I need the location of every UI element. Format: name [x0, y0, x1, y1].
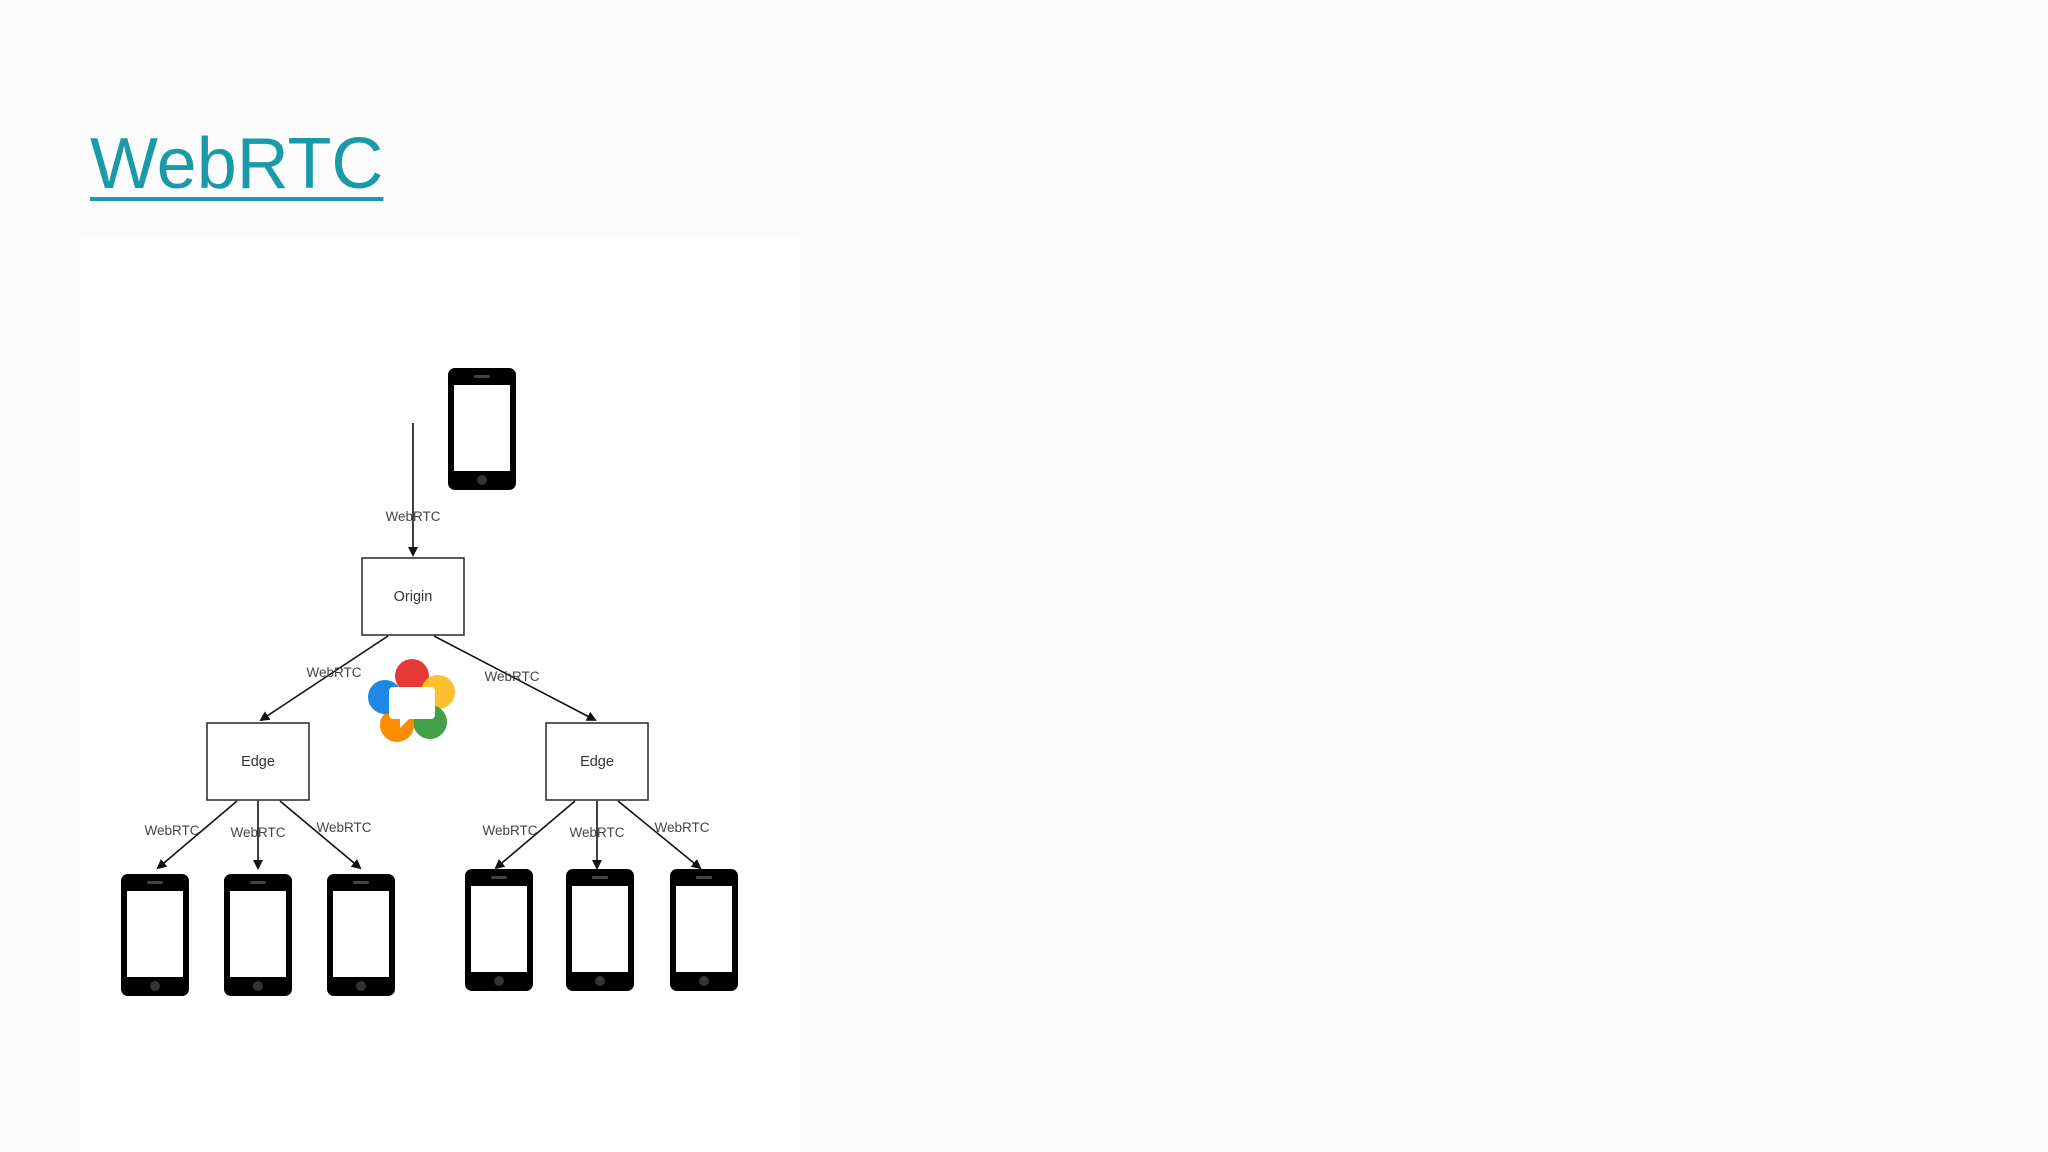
- origin-node: [361, 557, 465, 636]
- edge-label-left-1: WebRTC: [144, 823, 199, 838]
- edge-label-source-origin: WebRTC: [385, 509, 440, 524]
- viewer-phone-icon: [121, 874, 189, 996]
- edge-label-right-3: WebRTC: [654, 820, 709, 835]
- edge-left-to-phone-3-arrow: [279, 800, 362, 870]
- viewer-phone-icon: [670, 869, 738, 991]
- edge-right-to-phone-3-arrow: [617, 800, 702, 870]
- edge-right-to-phone-1-arrow: [494, 800, 576, 870]
- edge-node-left-label: Edge: [241, 754, 275, 770]
- origin-to-edge-right-arrow: [433, 635, 597, 721]
- origin-node-label: Origin: [394, 589, 433, 605]
- edge-label-right-1: WebRTC: [482, 823, 537, 838]
- source-phone-icon: [448, 368, 516, 490]
- edge-node-right-label: Edge: [580, 754, 614, 770]
- edge-left-to-phone-1-arrow: [156, 800, 238, 870]
- edge-label-right-2: WebRTC: [569, 825, 624, 840]
- slide-title-link[interactable]: WebRTC: [90, 124, 384, 204]
- edge-node-right: [545, 722, 649, 801]
- edge-node-left: [206, 722, 310, 801]
- viewer-phone-icon: [566, 869, 634, 991]
- edge-label-left-2: WebRTC: [230, 825, 285, 840]
- edge-label-origin-edge-right: WebRTC: [484, 669, 539, 684]
- viewer-phone-icon: [224, 874, 292, 996]
- origin-to-edge-left-arrow: [259, 635, 389, 722]
- edge-label-left-3: WebRTC: [316, 820, 371, 835]
- edge-label-origin-edge-left: WebRTC: [306, 665, 361, 680]
- viewer-phone-icon: [465, 869, 533, 991]
- webrtc-logo-icon: [368, 659, 455, 742]
- viewer-phone-icon: [327, 874, 395, 996]
